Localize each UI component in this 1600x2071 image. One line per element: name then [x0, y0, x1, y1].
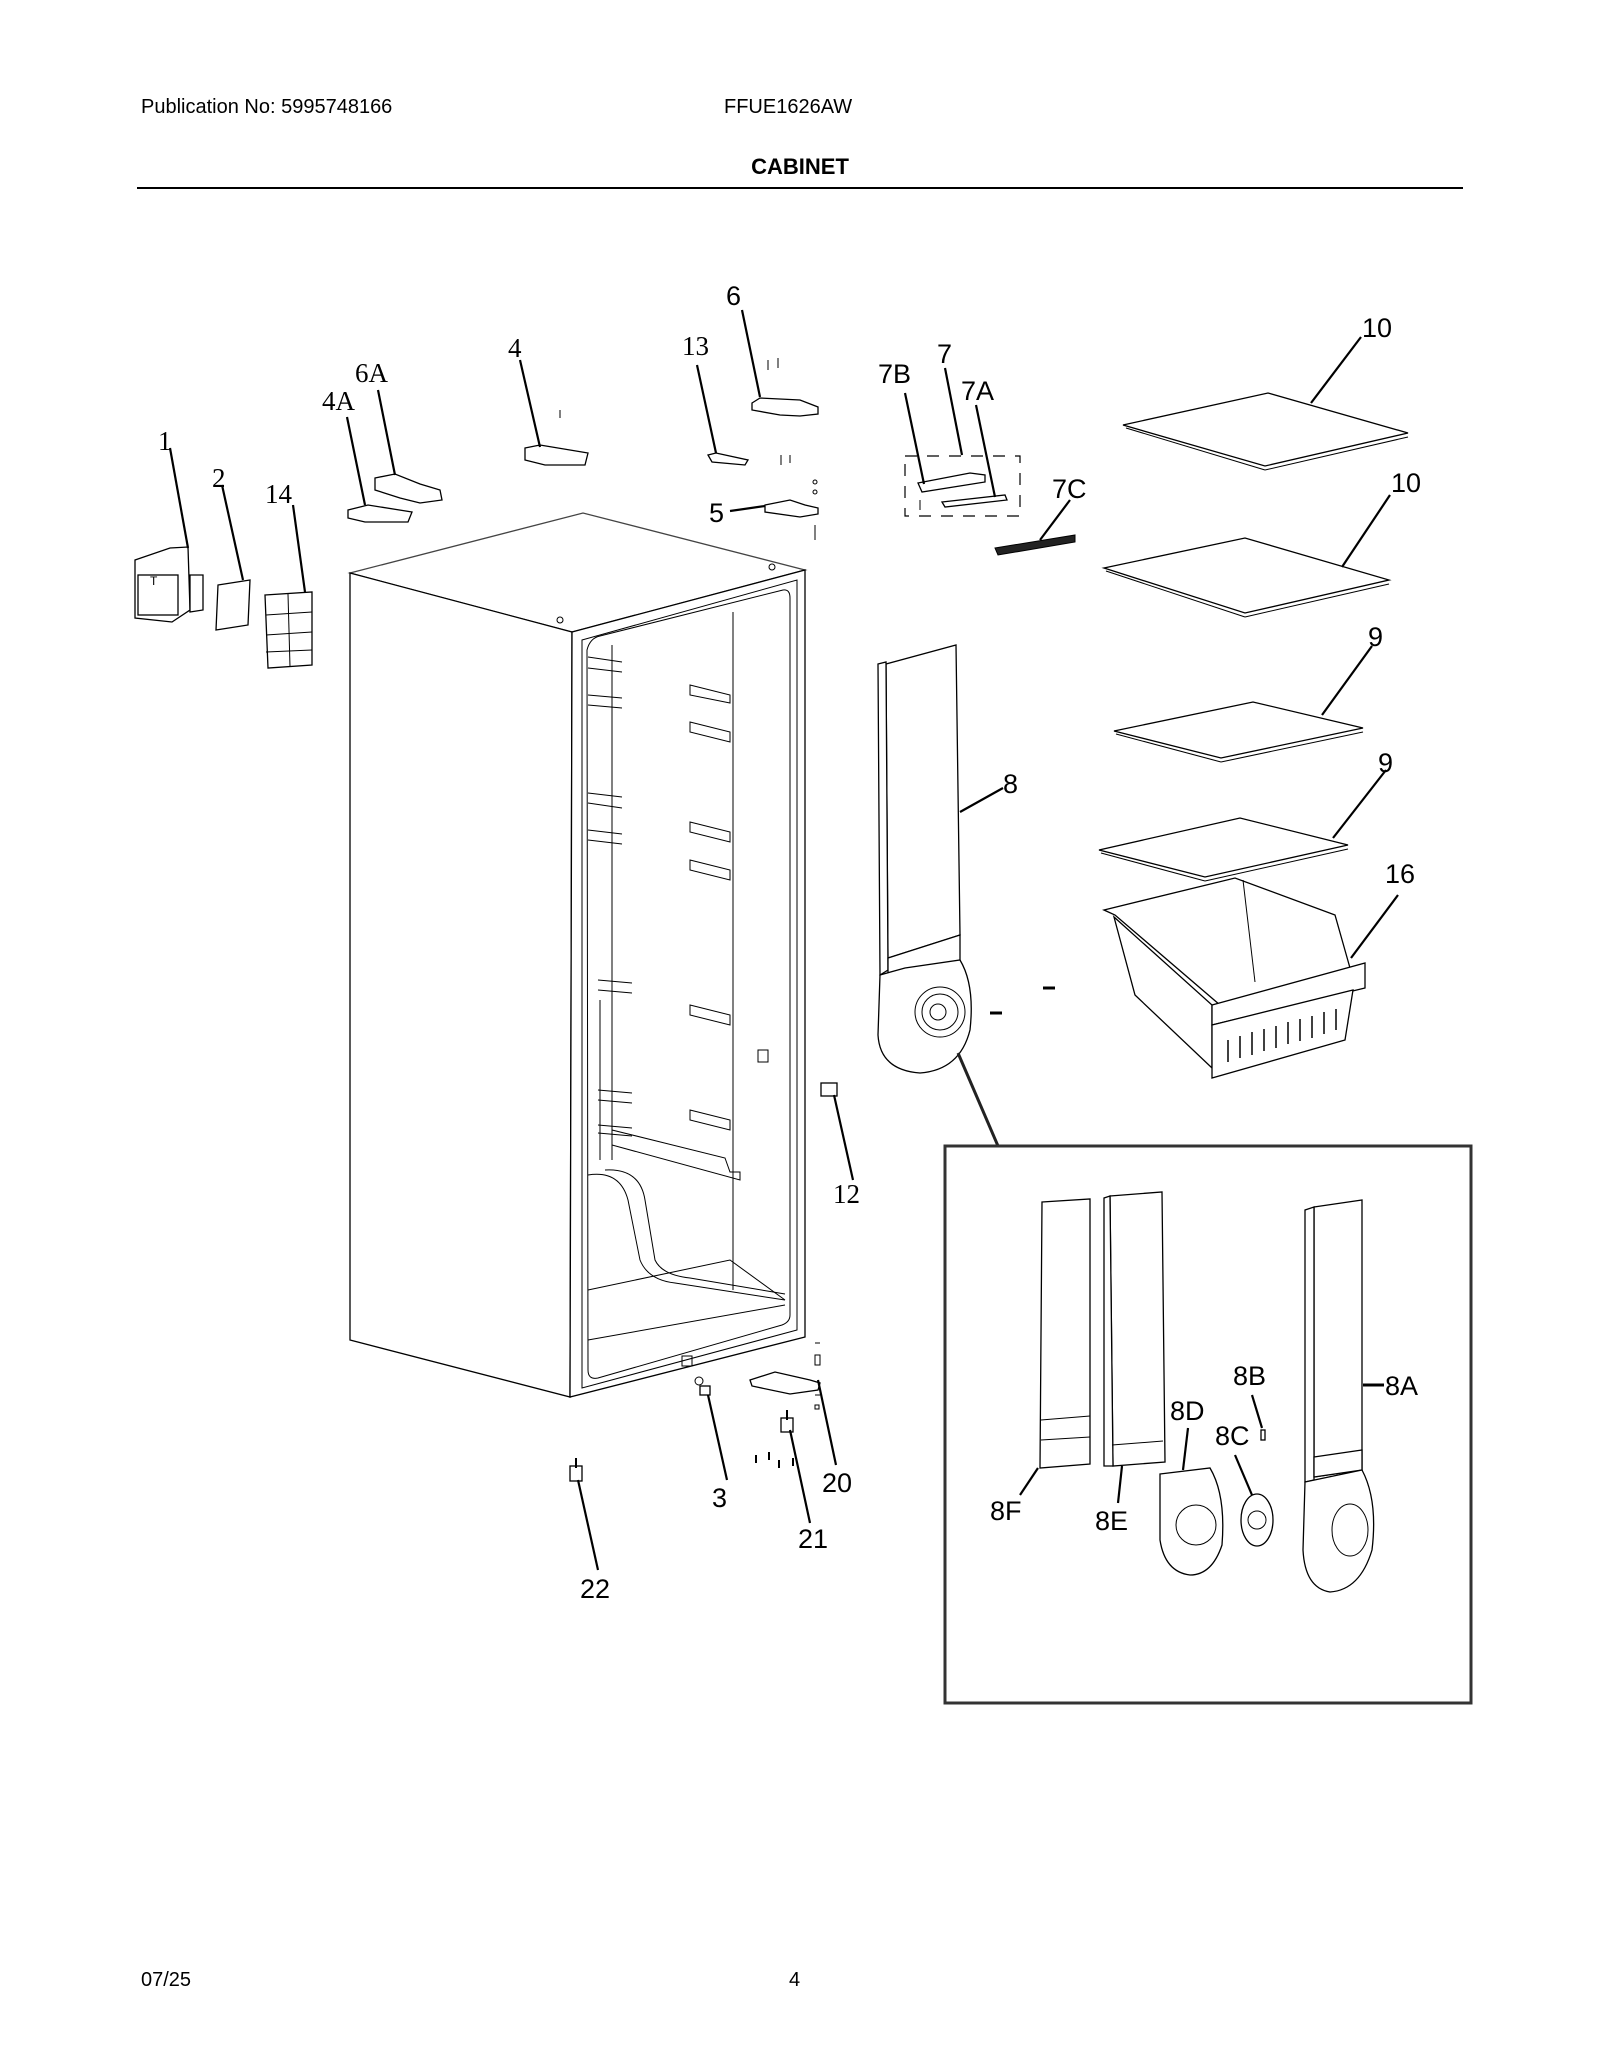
part-16-crisper-drawer: [1102, 877, 1366, 1079]
svg-text:T: T: [150, 574, 158, 588]
part-10-shelf-upper: [1122, 392, 1409, 471]
part-22-leveling-leg: [569, 1458, 583, 1482]
callout-4a: 4A: [322, 386, 356, 416]
callout-8e: 8E: [1095, 1506, 1128, 1536]
part-4a-hinge-cover: [347, 504, 413, 523]
page-number: 4: [789, 1969, 801, 1991]
part-8b-sensor: [1260, 1429, 1266, 1441]
callout-6a: 6A: [355, 358, 389, 388]
inset-leader: [956, 1052, 1000, 1147]
part-1-control-housing: T: [134, 546, 204, 623]
part-5-hinge-plate: [764, 479, 819, 540]
part-3-bracket: [694, 1376, 711, 1396]
callout-6: 6: [726, 281, 741, 311]
callout-22: 22: [580, 1574, 610, 1604]
model-number: FFUE1626AW: [724, 96, 853, 118]
callout-13: 13: [682, 331, 709, 361]
part-20-bottom-hinge: [749, 1342, 821, 1410]
part-8d-fan-shroud: [1159, 1467, 1224, 1576]
callout-20: 20: [822, 1468, 852, 1498]
callout-14: 14: [265, 479, 293, 509]
callout-5: 5: [709, 498, 724, 528]
callout-8a: 8A: [1385, 1371, 1418, 1401]
callout-7a: 7A: [961, 376, 994, 406]
part-7-light-assembly: [904, 455, 1021, 517]
header-divider: [137, 187, 1463, 189]
callout-1: 1: [158, 426, 172, 456]
callout-3: 3: [712, 1483, 727, 1513]
part-8a-duct-assembly: [1302, 1199, 1375, 1593]
shelf-supports-right: [689, 684, 731, 1131]
part-13-strip: [707, 452, 791, 466]
callout-2: 2: [212, 463, 226, 493]
part-7c-light-cover: [994, 534, 1076, 556]
part-9-shelf-lower: [1098, 817, 1349, 882]
callout-10-upper: 10: [1362, 313, 1392, 343]
part-8f-duct-panel: [1039, 1198, 1091, 1469]
callout-7: 7: [937, 339, 952, 369]
part-6-hinge: [751, 358, 819, 417]
callout-8c: 8C: [1215, 1421, 1250, 1451]
part-8-air-duct: [877, 644, 1055, 1074]
footer-date: 07/25: [141, 1969, 192, 1991]
callout-16: 16: [1385, 859, 1415, 889]
publication-number: Publication No: 5995748166: [141, 96, 393, 118]
part-8e-duct-panel: [1103, 1191, 1166, 1467]
part-21-leveling-leg: [755, 1410, 794, 1468]
callout-12: 12: [833, 1179, 860, 1209]
part-14-filter: [264, 591, 313, 669]
callout-9-lower: 9: [1378, 748, 1393, 778]
callout-8b: 8B: [1233, 1361, 1266, 1391]
part-10-shelf-lower: [1101, 537, 1392, 618]
callout-4: 4: [508, 333, 522, 363]
callout-21: 21: [798, 1524, 828, 1554]
part-12-clip: [820, 1082, 838, 1097]
callout-8: 8: [1003, 769, 1018, 799]
callout-9-upper: 9: [1368, 622, 1383, 652]
callout-8f: 8F: [990, 1496, 1022, 1526]
part-2-label-card: [215, 579, 251, 631]
callout-7c: 7C: [1052, 474, 1087, 504]
part-8c-fan-motor: [1240, 1493, 1274, 1547]
air-duct-detail-inset: 8F 8E 8D 8C 8B: [943, 1144, 1473, 1705]
section-title: CABINET: [751, 154, 849, 179]
callout-7b: 7B: [878, 359, 911, 389]
part-9-shelf-upper: [1113, 701, 1364, 763]
cabinet-body: [347, 512, 808, 1398]
shelf-supports-left: [587, 656, 633, 1137]
callout-8d: 8D: [1170, 1396, 1205, 1426]
part-6a-hinge-cover: [374, 473, 443, 504]
callout-10-lower: 10: [1391, 468, 1421, 498]
